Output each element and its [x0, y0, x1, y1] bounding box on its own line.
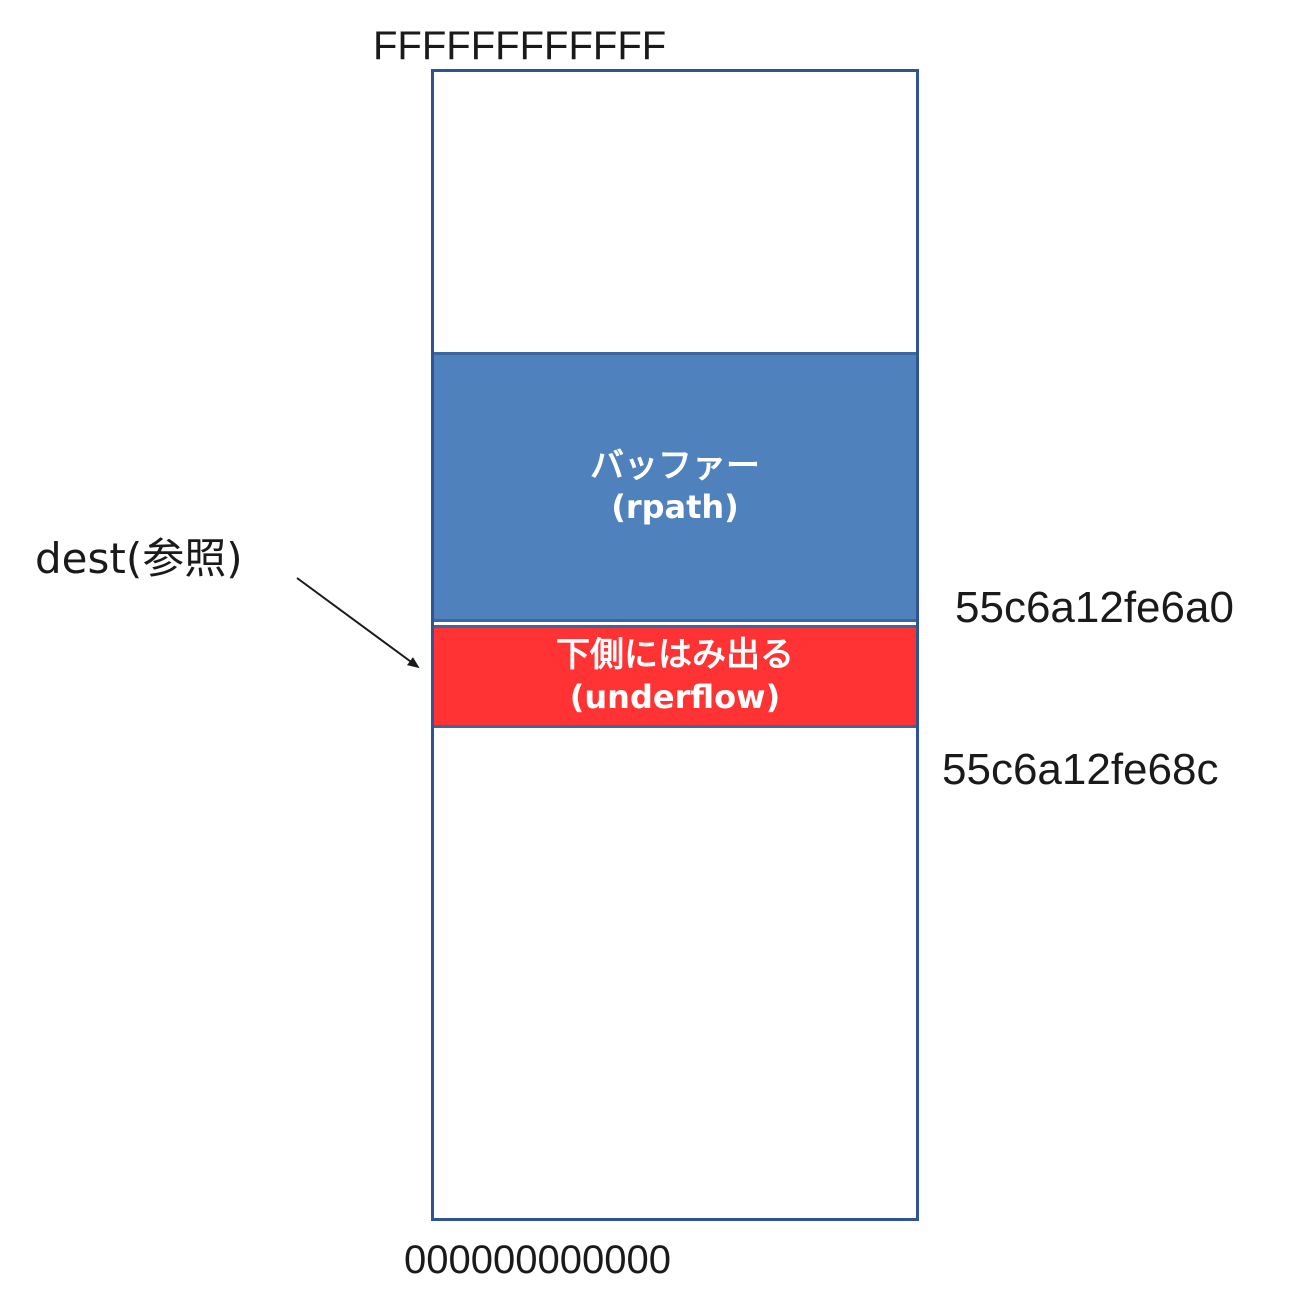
- dest-pointer-label: dest(参照): [35, 534, 243, 583]
- memory-block: バッファー (rpath) 下側にはみ出る (underflow): [431, 69, 919, 1221]
- address-top-label: FFFFFFFFFFFF: [373, 24, 667, 68]
- arrow-line: [296, 577, 420, 669]
- underflow-boundary-address: 55c6a12fe68c: [942, 745, 1219, 794]
- address-bottom-label: 000000000000: [404, 1238, 671, 1282]
- underflow-title: 下側にはみ出る: [556, 635, 794, 676]
- buffer-title: バッファー: [590, 445, 760, 486]
- buffer-subtitle: (rpath): [611, 488, 739, 527]
- buffer-boundary-address: 55c6a12fe6a0: [955, 583, 1234, 632]
- buffer-region: バッファー (rpath): [434, 352, 916, 622]
- underflow-region: 下側にはみ出る (underflow): [434, 625, 916, 728]
- underflow-subtitle: (underflow): [569, 677, 781, 716]
